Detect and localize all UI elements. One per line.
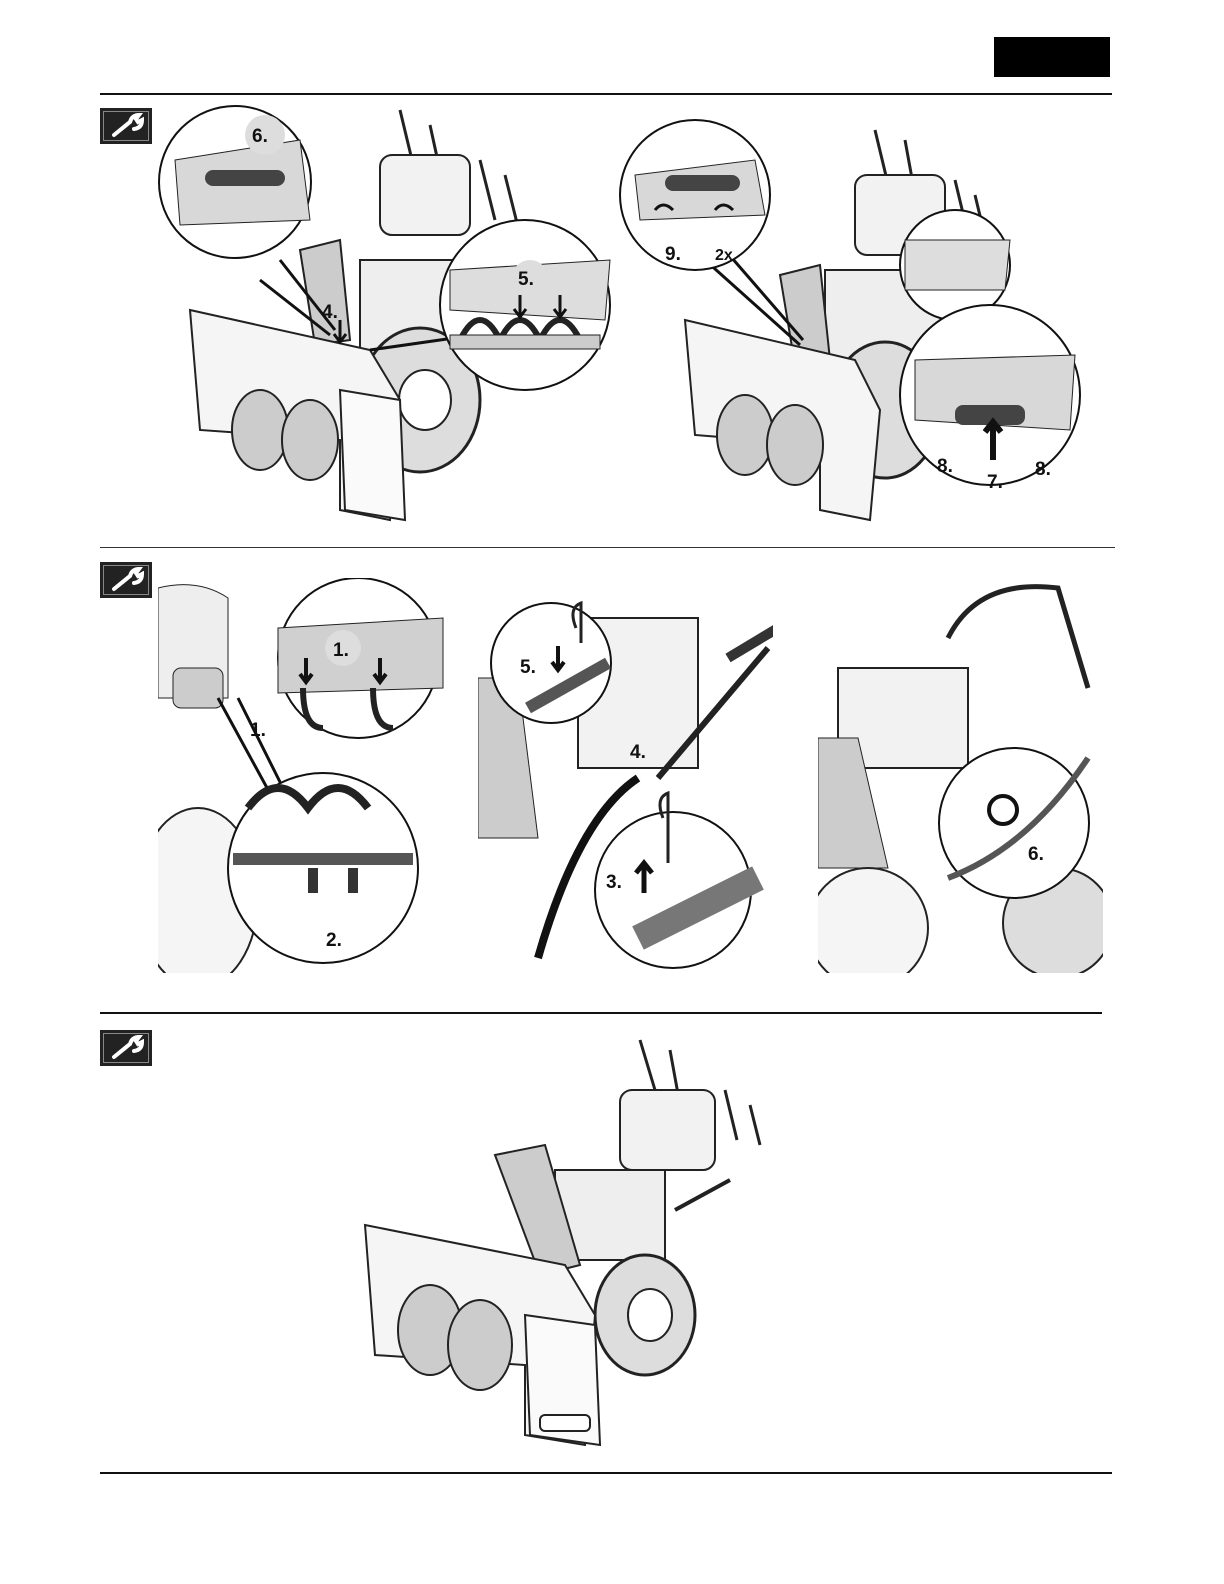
figure-chute-bolt-install: 9. 2x 8. 7. 8.	[615, 100, 1095, 530]
step-label: 6.	[252, 126, 268, 147]
step-label: 4.	[322, 302, 338, 323]
step-label: 7.	[987, 472, 1003, 493]
section-divider	[100, 547, 1115, 548]
wrench-icon	[100, 562, 152, 598]
wrench-icon	[100, 1030, 152, 1066]
header-divider	[100, 93, 1112, 95]
step-label: 8.	[1035, 459, 1051, 480]
step-label: 3.	[606, 872, 622, 893]
step-label: 9.	[665, 244, 681, 265]
step-label: 5.	[518, 269, 534, 290]
count-label: 2x	[715, 247, 733, 264]
wrench-icon	[100, 108, 152, 144]
section-divider	[100, 1012, 1102, 1014]
figure-cable-route: 6.	[818, 578, 1103, 973]
step-label: 5.	[520, 657, 536, 678]
step-label: 1.	[250, 720, 266, 741]
figure-auger-chute-install: 6. 4. 5.	[150, 100, 630, 530]
footer-divider	[100, 1472, 1112, 1474]
step-label: 6.	[1028, 844, 1044, 865]
step-label: 2.	[326, 930, 342, 951]
figure-assembled-snowblower	[355, 1035, 775, 1460]
step-label: 1.	[333, 640, 349, 661]
page-tab-marker	[994, 37, 1110, 77]
figure-chute-crank-install: 5. 4. 3.	[478, 578, 773, 973]
figure-shear-bolt-install: 1. 1. 2.	[158, 578, 448, 973]
step-label: 8.	[937, 456, 953, 477]
step-label: 4.	[630, 742, 646, 763]
